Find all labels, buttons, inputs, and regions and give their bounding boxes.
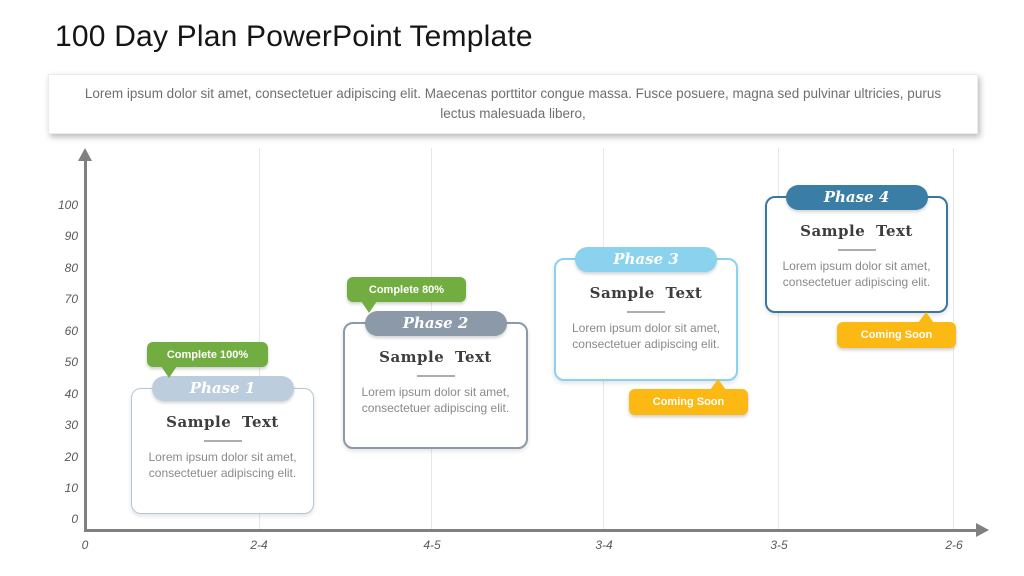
divider — [416, 375, 455, 377]
y-tick-label: 80 — [64, 261, 78, 275]
x-tick-label: 2-6 — [945, 538, 963, 552]
y-axis-arrow-icon — [78, 148, 92, 161]
phase-1-complete-badge: Complete 100% — [147, 342, 268, 378]
phase-3-card: Phase 3 Sample Text Lorem ipsum dolor si… — [554, 247, 738, 381]
description-box: Lorem ipsum dolor sit amet, consectetuer… — [48, 74, 978, 134]
x-tick-label: 4-5 — [423, 538, 441, 552]
gridline — [778, 148, 779, 532]
y-tick-label: 90 — [64, 229, 78, 243]
divider — [837, 249, 876, 251]
y-tick-label: 0 — [71, 512, 78, 526]
y-tick-label: 20 — [64, 450, 78, 464]
phase-4-header-pill: Phase 4 — [785, 185, 928, 210]
y-tick-label: 30 — [64, 418, 78, 432]
y-tick-label: 60 — [64, 324, 78, 338]
y-tick-label: 50 — [64, 355, 78, 369]
x-axis — [84, 529, 978, 532]
y-tick-label: 40 — [64, 387, 78, 401]
page-title: 100 Day Plan PowerPoint Template — [55, 20, 533, 53]
x-tick-label: 0 — [81, 538, 89, 552]
x-tick-label: 2-4 — [250, 538, 268, 552]
phase-2-body-text: Lorem ipsum dolor sit amet, consectetuer… — [361, 385, 510, 415]
phase-1-heading: Sample Text — [166, 413, 279, 431]
description-text: Lorem ipsum dolor sit amet, consectetuer… — [84, 86, 942, 121]
y-tick-label: 70 — [64, 292, 78, 306]
x-tick-label: 3-5 — [770, 538, 788, 552]
phase-3-coming-soon-badge: Coming Soon — [629, 379, 748, 415]
y-tick-label: 10 — [64, 481, 78, 495]
y-axis — [84, 160, 87, 532]
phase-2-header-pill: Phase 2 — [364, 311, 507, 336]
phase-2-complete-badge: Complete 80% — [347, 277, 466, 313]
x-tick-label: 3-4 — [595, 538, 613, 552]
gridline — [259, 148, 260, 532]
phase-1-header-pill: Phase 1 — [151, 376, 294, 401]
phase-2-card: Phase 2 Sample Text Lorem ipsum dolor si… — [343, 311, 528, 449]
y-tick-label: 100 — [57, 198, 78, 212]
phase-1-card: Phase 1 Sample Text Lorem ipsum dolor si… — [131, 376, 314, 514]
phase-4-coming-soon-badge: Coming Soon — [837, 312, 956, 348]
phase-4-body-text: Lorem ipsum dolor sit amet, consectetuer… — [782, 259, 931, 289]
phase-3-heading: Sample Text — [589, 284, 703, 302]
divider — [203, 440, 242, 442]
phase-4-card: Phase 4 Sample Text Lorem ipsum dolor si… — [765, 185, 948, 313]
divider — [627, 311, 665, 313]
phase-1-body-text: Lorem ipsum dolor sit amet, consectetuer… — [148, 450, 297, 480]
phase-3-body-text: Lorem ipsum dolor sit amet, consectetuer… — [571, 321, 721, 351]
phase-2-heading: Sample Text — [379, 348, 492, 366]
x-axis-arrow-icon — [976, 523, 989, 537]
phase-3-header-pill: Phase 3 — [575, 247, 717, 272]
phase-4-heading: Sample Text — [800, 222, 913, 240]
